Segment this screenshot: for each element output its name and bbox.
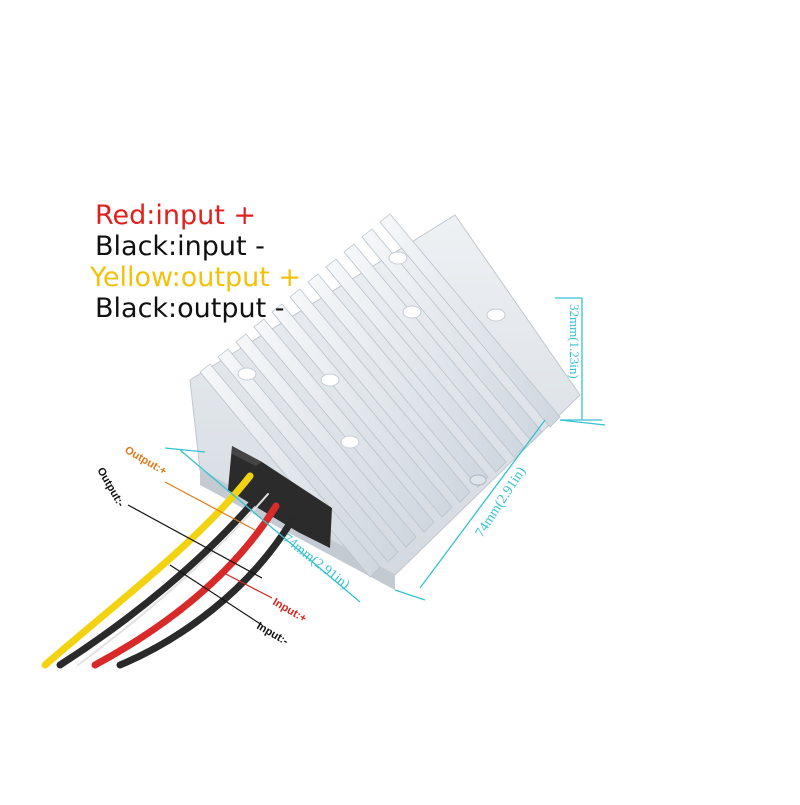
heatsink-fin <box>235 333 417 548</box>
legend-black-output-negative: Black:output - <box>95 293 285 324</box>
heatsink-fin <box>379 213 561 428</box>
legend-yellow-output-positive: Yellow:output + <box>90 262 302 293</box>
input-positive-label: Input:+ <box>271 596 309 625</box>
heatsink-fin <box>217 348 399 563</box>
cable-grommet <box>228 446 332 548</box>
height-dimension-label: 32mm(1.23in) <box>567 304 582 379</box>
heatsink-fin <box>307 273 489 488</box>
heatsink-housing <box>189 213 581 590</box>
output-positive-label: Output:+ <box>123 444 169 477</box>
wire-label-arrows <box>127 481 273 626</box>
heatsink-fin <box>289 288 471 503</box>
wires <box>41 472 296 669</box>
input-negative-label: Input:- <box>255 620 291 648</box>
output-negative-label: Output:- <box>94 466 126 510</box>
heatsink-fin <box>253 318 435 533</box>
heatsink-fins <box>199 213 561 578</box>
legend-black-input-negative: Black:input - <box>95 231 265 262</box>
heatsink-fin <box>271 303 453 518</box>
heatsink-fin <box>343 243 525 458</box>
wire-color-legend: Red:input + Black:input - Yellow:output … <box>90 200 301 324</box>
dimension-lines <box>164 297 606 603</box>
heatsink-fin <box>325 258 507 473</box>
heatsink-fin <box>361 228 543 443</box>
legend-red-input-positive: Red:input + <box>95 200 257 231</box>
